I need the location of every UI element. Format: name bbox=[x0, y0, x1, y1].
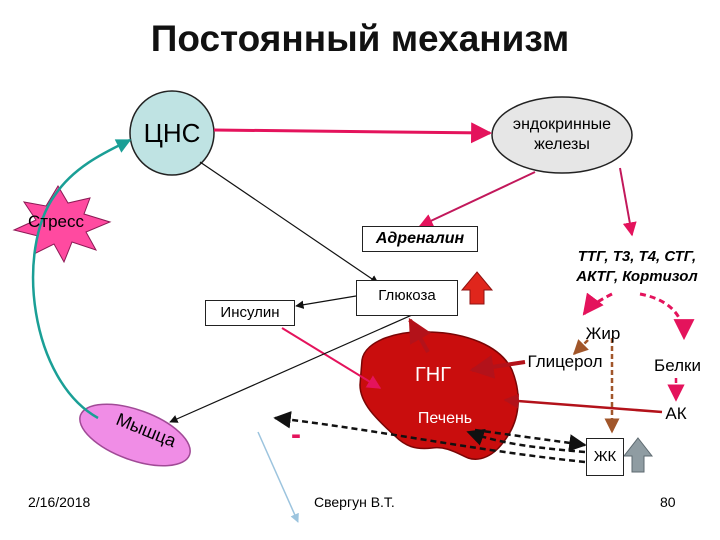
arrow-endocrine-to-adrenaline bbox=[418, 171, 536, 227]
arrow-aa-to-liver bbox=[503, 393, 663, 414]
arrow-glycerol-to-gng bbox=[469, 354, 526, 379]
endocrine-label-line1: эндокринные bbox=[512, 116, 612, 133]
stress-burst-shape bbox=[12, 185, 112, 264]
arrow-gng-to-glucose bbox=[408, 317, 432, 353]
glucose-up-arrow-icon bbox=[460, 271, 494, 305]
slide-date: 2/16/2018 bbox=[28, 494, 91, 510]
slide-title: Постоянный механизм bbox=[150, 18, 570, 59]
slide-page-number: 80 bbox=[660, 494, 676, 510]
arrow-glucose-to-insulin bbox=[295, 295, 357, 309]
glycerol-label: Глицерол bbox=[527, 352, 603, 371]
arrow-endocrine-to-hormones bbox=[619, 167, 637, 237]
proteins-label: Белки bbox=[654, 356, 701, 375]
arrow-liver-to-fatty-acids bbox=[474, 428, 587, 452]
muscle-shape bbox=[79, 403, 191, 467]
arrow-hormones-to-fat bbox=[582, 292, 613, 316]
cns-circle bbox=[129, 90, 215, 176]
adrenaline-box: Адреналин bbox=[362, 226, 478, 252]
arrow-insulin-to-liver bbox=[281, 327, 382, 389]
arrow-cns-to-glucose bbox=[199, 161, 379, 284]
arrow-fat-to-glycerol bbox=[572, 339, 589, 356]
hormones-label-line2: АКТГ, Кортизол bbox=[576, 268, 698, 285]
hormones-label-line1: ТТГ, Т3, Т4, СТГ, bbox=[577, 248, 697, 265]
insulin-box: Инсулин bbox=[205, 300, 295, 326]
gng-label: ГНГ bbox=[414, 364, 452, 386]
endocrine-label-line2: железы bbox=[534, 136, 590, 153]
arrow-cns-to-endocrine bbox=[213, 122, 493, 144]
fat-label: Жир bbox=[585, 324, 621, 343]
slide-author: Свергун В.Т. bbox=[314, 494, 395, 510]
stress-label: Стресс bbox=[28, 212, 84, 231]
fatty-acids-box: ЖК bbox=[586, 438, 624, 476]
minus-sign: - bbox=[291, 418, 301, 451]
endocrine-ellipse bbox=[491, 96, 633, 174]
arrow-fatty-acids-to-muscle bbox=[273, 411, 586, 464]
arrow-muscle-to-cns bbox=[31, 138, 132, 420]
fatty-acids-up-arrow-icon bbox=[622, 437, 654, 473]
cns-label: ЦНС bbox=[143, 118, 201, 148]
amino-acids-label: АК bbox=[665, 404, 687, 423]
arrow-to-muscle bbox=[169, 295, 456, 423]
faint-blue-line bbox=[257, 431, 299, 523]
glucose-box: Глюкоза bbox=[356, 280, 458, 316]
arrow-hormones-to-proteins bbox=[639, 292, 695, 341]
liver-label: Печень bbox=[417, 410, 473, 427]
